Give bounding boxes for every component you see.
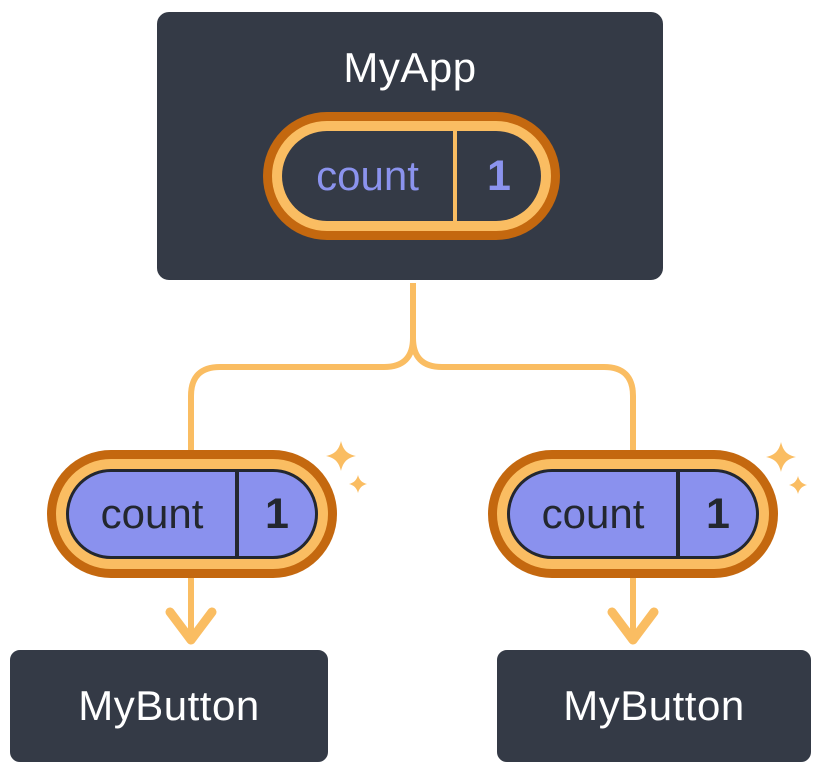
node-mybutton-left-title: MyButton — [78, 682, 260, 729]
node-mybutton-left: MyButton — [8, 648, 330, 764]
arrow-down-right-icon — [607, 607, 659, 645]
node-myapp-title: MyApp — [343, 44, 477, 91]
node-mybutton-right: MyButton — [495, 648, 813, 764]
prop-name-label: count — [541, 490, 645, 537]
state-pill-count: count 1 — [263, 112, 560, 240]
connector-right — [410, 283, 636, 633]
arrow-down-left-icon — [165, 607, 217, 645]
node-mybutton-right-title: MyButton — [563, 682, 745, 729]
prop-pill-left-ring: count 1 — [56, 459, 328, 569]
sparkles-icon-left — [326, 441, 367, 493]
prop-value-label: 1 — [265, 489, 289, 538]
state-pill-ring: count 1 — [272, 121, 551, 231]
state-pill-core: count 1 — [282, 131, 541, 221]
prop-value-label: 1 — [706, 489, 730, 538]
state-value-label: 1 — [487, 151, 511, 200]
prop-pill-left: count 1 — [47, 450, 337, 578]
prop-pill-divider — [676, 472, 680, 556]
prop-pill-divider — [235, 472, 239, 556]
state-pill-divider — [453, 131, 457, 221]
prop-pill-right: count 1 — [488, 450, 778, 578]
state-name-label: count — [316, 152, 419, 199]
sparkles-icon-right — [766, 442, 807, 494]
prop-pill-left-core: count 1 — [66, 469, 318, 559]
prop-name-label: count — [100, 490, 204, 537]
prop-pill-right-ring: count 1 — [497, 459, 769, 569]
prop-pill-right-core: count 1 — [507, 469, 759, 559]
